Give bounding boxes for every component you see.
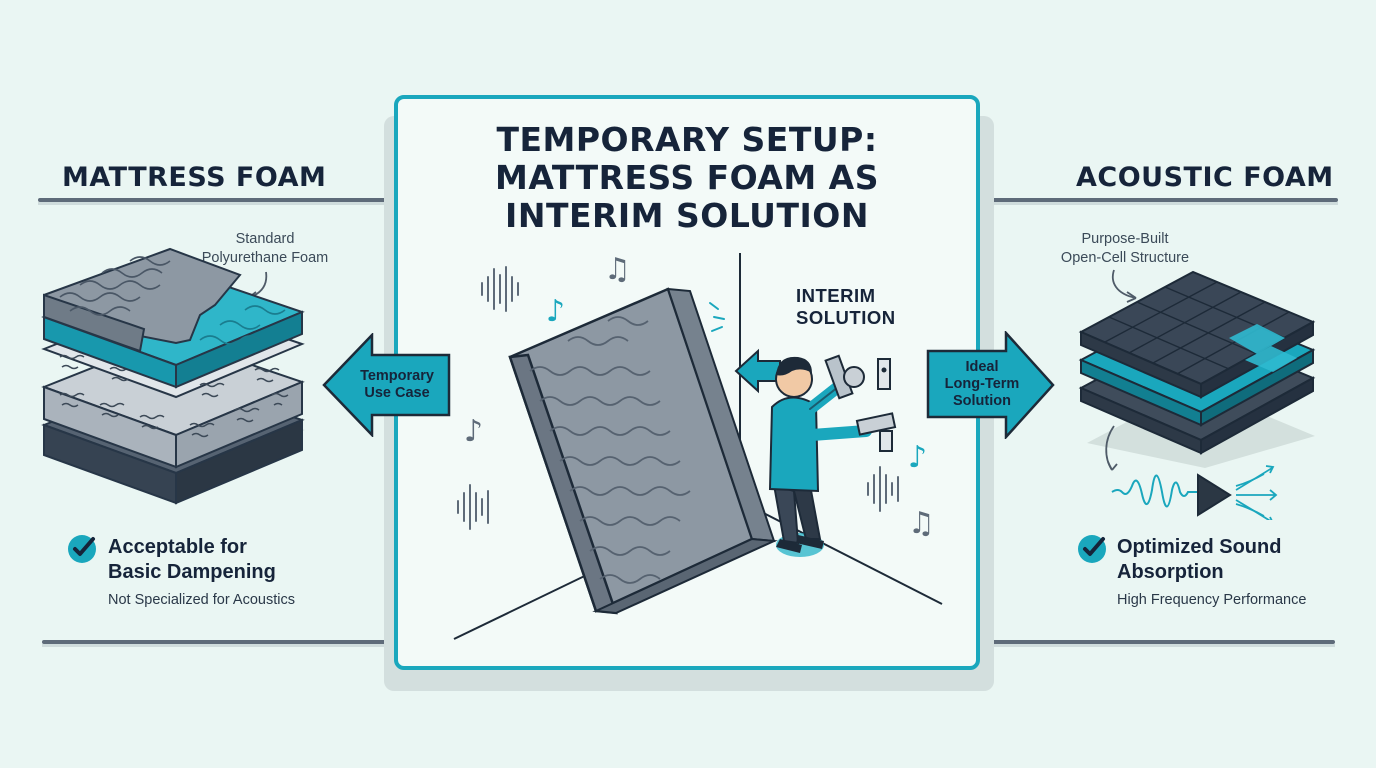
- left-check-title: Acceptable for Basic Dampening: [108, 535, 276, 585]
- right-bottom-divider: [985, 640, 1335, 647]
- left-section-title: MATTRESS FOAM: [62, 162, 327, 193]
- mattress-foam-layers-illustration: [41, 247, 305, 505]
- svg-text:♪: ♪: [908, 440, 927, 475]
- right-arrow-line1: Ideal: [965, 359, 999, 375]
- main-title: TEMPORARY SETUP: MATTRESS FOAM AS INTERI…: [398, 121, 976, 235]
- left-check-icon: [68, 535, 96, 563]
- temporary-use-case-arrow: [322, 333, 451, 437]
- right-arrow-line3: Solution: [953, 393, 1011, 409]
- right-top-divider: [985, 198, 1338, 205]
- right-check-title: Optimized Sound Absorption: [1117, 535, 1281, 585]
- right-arrow-line2: Long-Term: [944, 376, 1020, 392]
- right-foam-note: Purpose-Built Open-Cell Structure: [1020, 230, 1230, 268]
- right-note-pointer-icon: [1112, 269, 1137, 303]
- left-check-line1: Acceptable for: [108, 536, 247, 558]
- left-check-subtitle: Not Specialized for Acoustics: [108, 592, 295, 608]
- left-arrow-line2: Use Case: [364, 385, 430, 401]
- interim-line2: SOLUTION: [796, 307, 896, 328]
- left-check-line2: Basic Dampening: [108, 561, 276, 583]
- right-note-line1: Purpose-Built: [1081, 231, 1169, 247]
- right-check-icon: [1078, 535, 1106, 563]
- sound-absorption-wave-icon: [1105, 425, 1278, 520]
- svg-text:♫: ♫: [604, 252, 631, 287]
- right-note-line2: Open-Cell Structure: [1060, 250, 1190, 266]
- temporary-use-case-label: Temporary Use Case: [352, 368, 442, 402]
- svg-text:♪: ♪: [464, 414, 483, 449]
- svg-text:♪: ♪: [546, 294, 565, 329]
- left-arrow-line1: Temporary: [360, 368, 434, 384]
- left-foam-note: Standard Polyurethane Foam: [170, 230, 360, 268]
- main-card: TEMPORARY SETUP: MATTRESS FOAM AS INTERI…: [394, 95, 980, 670]
- mattress-wall-scene-illustration: ♫ ♪ ♪ ♪ ♫: [453, 252, 943, 640]
- ideal-long-term-label: Ideal Long-Term Solution: [936, 359, 1028, 410]
- right-check-line2: Absorption: [1117, 561, 1224, 583]
- main-title-line3: INTERIM SOLUTION: [505, 196, 869, 235]
- left-note-line1: Standard: [235, 231, 295, 247]
- main-title-line2: MATTRESS FOAM AS: [495, 158, 879, 197]
- interim-solution-label: INTERIM SOLUTION: [796, 285, 896, 329]
- left-top-divider: [38, 198, 393, 205]
- left-note-line2: Polyurethane Foam: [201, 250, 329, 266]
- right-check-line1: Optimized Sound: [1117, 536, 1282, 558]
- acoustic-foam-panels-illustration: [1078, 270, 1316, 468]
- left-bottom-divider: [42, 640, 394, 647]
- right-check-subtitle: High Frequency Performance: [1117, 592, 1307, 608]
- svg-text:♫: ♫: [908, 506, 935, 541]
- right-section-title: ACOUSTIC FOAM: [1076, 162, 1334, 193]
- main-title-line1: TEMPORARY SETUP:: [496, 120, 878, 159]
- ideal-long-term-arrow: [926, 331, 1055, 439]
- interim-line1: INTERIM: [796, 285, 876, 306]
